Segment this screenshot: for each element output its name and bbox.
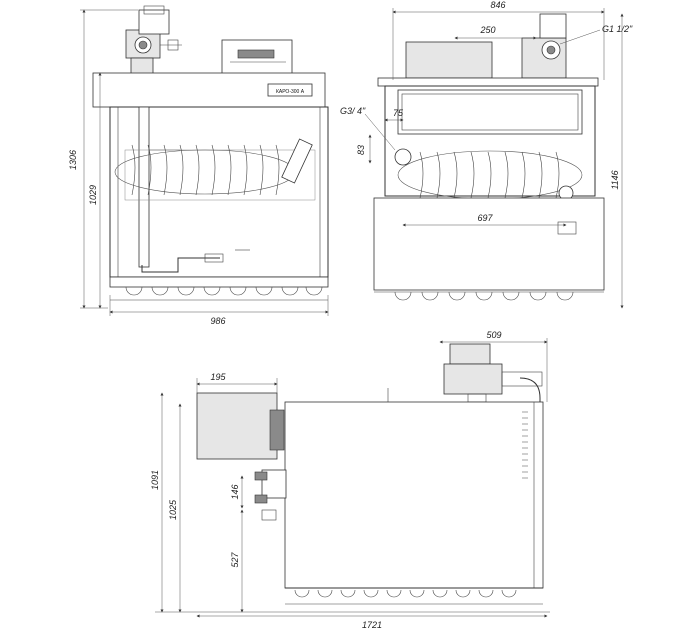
dim-h-1025: 1025 xyxy=(168,499,178,520)
front-view: КАРО-300 А 1306 1029 xyxy=(68,5,329,326)
side-body-frame xyxy=(384,85,596,197)
dim-span-697: 697 xyxy=(477,213,493,223)
side-view: 846 250 G1 1/2" G3/ 4" 75 83 697 1146 xyxy=(340,0,633,309)
dim-h-146: 146 xyxy=(230,484,240,499)
profile-view: 195 509 1091 1025 146 527 1721 xyxy=(150,330,550,630)
front-burners xyxy=(125,286,323,296)
dim-offset-75: 75 xyxy=(393,108,404,118)
dim-length: 1721 xyxy=(362,620,382,630)
flue-box xyxy=(196,392,278,460)
dim-gas-pipe: G1 1/2" xyxy=(602,24,633,34)
dim-side-height: 1146 xyxy=(610,170,620,189)
dim-top-509: 509 xyxy=(486,330,501,340)
side-coils xyxy=(397,150,583,200)
dim-height-body: 1029 xyxy=(88,185,98,205)
side-burners xyxy=(394,291,574,301)
dim-drain: G3/ 4" xyxy=(340,106,366,116)
nameplate-text: КАРО-300 А xyxy=(276,89,305,95)
profile-burners xyxy=(294,589,517,598)
dim-flue-195: 195 xyxy=(210,372,226,382)
dim-top-250: 250 xyxy=(479,25,495,35)
dim-height-total: 1306 xyxy=(68,150,78,170)
nameplate-box xyxy=(267,83,313,97)
front-coils xyxy=(114,138,316,201)
dim-width: 986 xyxy=(210,316,225,326)
dim-h-1091: 1091 xyxy=(150,470,160,490)
profile-body xyxy=(284,401,544,589)
dim-side-width: 846 xyxy=(490,0,505,10)
dim-offset-83: 83 xyxy=(356,145,366,155)
dim-h-527: 527 xyxy=(230,552,240,568)
